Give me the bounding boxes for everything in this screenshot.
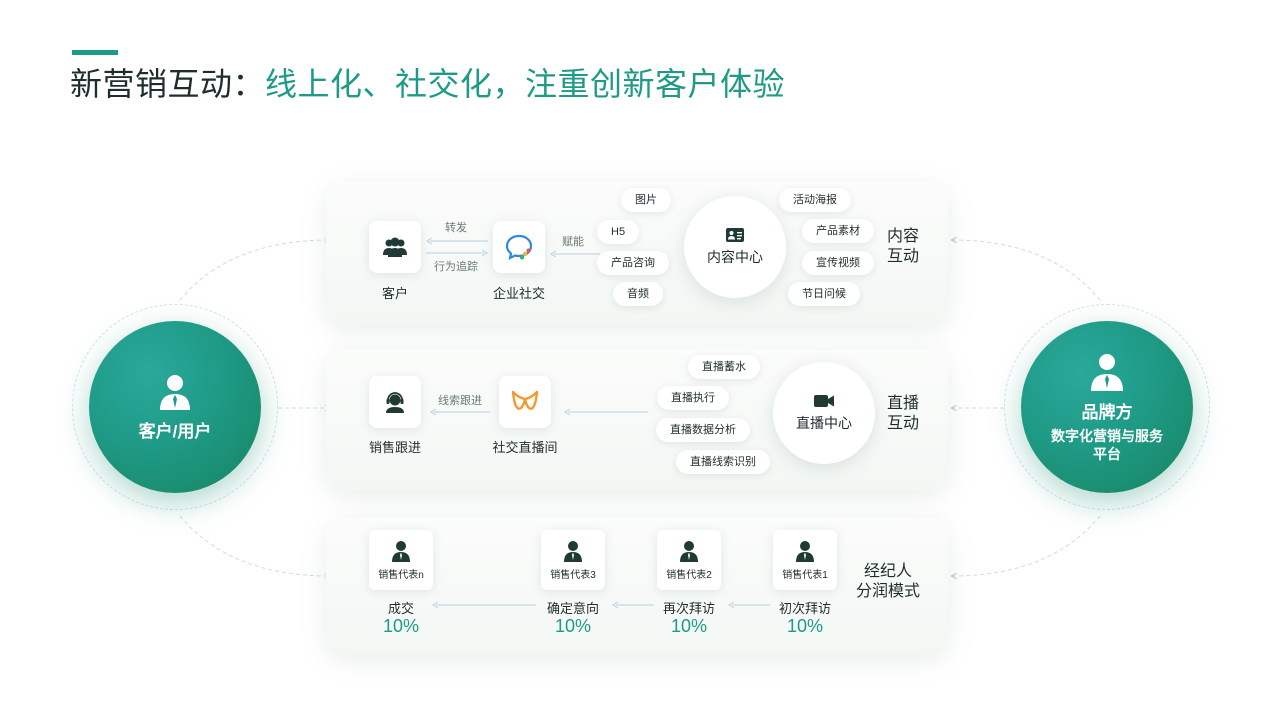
businessman-icon [1091,353,1123,391]
user-icon [160,374,190,410]
title-main: 新营销互动： [70,66,266,102]
lead-followup-arrow [430,408,490,416]
pill-holiday-greeting: 节日问候 [788,282,860,306]
stage-deal: 成交 [387,601,415,616]
stage-revisit: 再次拜访 [662,601,716,616]
enterprise-social-label: 企业社交 [492,286,546,301]
forward-label: 转发 [445,222,467,234]
pill-h5: H5 [597,220,640,244]
rep-card-2: 销售代表2 [657,530,721,590]
right-to-broker-line [952,515,1101,576]
broker-model-label: 经纪人 分润模式 [856,562,920,602]
pill-event-poster: 活动海报 [779,188,851,212]
content-interaction-label-line2: 互动 [887,248,920,265]
live-center-hub: 直播中心 [773,362,875,464]
customer-card [369,221,421,273]
sales-rep-icon [680,540,698,562]
brand-circle: 品牌方 数字化营销与服务 平台 [1021,321,1193,493]
sales-followup-label: 销售跟进 [368,440,422,455]
sales-rep-icon [564,540,582,562]
stage-first-visit: 初次拜访 [778,601,832,616]
right-circle-halo [1004,304,1210,510]
arrow-to-deal [432,601,536,609]
behavior-tracking-label: 行为追踪 [434,261,478,273]
brand-subtitle: 数字化营销与服务 平台 [1051,427,1163,463]
left-to-content-line [179,240,330,301]
pill-live-execution: 直播执行 [657,386,729,410]
pill-product-material: 产品素材 [802,219,874,243]
title-sub: 线上化、社交化，注重创新客户体验 [265,66,786,102]
rep-card-1: 销售代表1 [773,530,837,590]
customer-label: 客户 [381,286,409,301]
rep-card-label: 销售代表n [378,569,424,581]
video-camera-icon [814,395,834,407]
live-interaction-label-line1: 直播 [887,395,920,412]
left-circle-halo [72,304,278,510]
pct-revisit: 10% [670,616,708,636]
forward-arrow [426,237,488,245]
customers-icon [383,237,407,257]
enterprise-social-card [493,221,545,273]
pill-live-lead-identification: 直播线索识别 [676,450,770,474]
live-center-label: 直播中心 [796,415,852,431]
page-title: 新营销互动：线上化、社交化，注重创新客户体验 [70,64,785,104]
empower-label: 赋能 [562,236,584,248]
pill-live-warmup: 直播蓄水 [688,355,760,379]
enterprise-chat-icon [505,234,533,261]
pct-confirm-intent: 10% [554,616,592,636]
social-live-room-label: 社交直播间 [492,440,558,455]
live-interaction-label-line2: 互动 [887,415,920,432]
sales-rep-icon [392,540,410,562]
content-interaction-label-line1: 内容 [887,228,920,245]
pill-image: 图片 [621,188,671,212]
arrow-to-confirm-intent [612,601,654,609]
live-interaction-label: 直播 互动 [887,394,919,434]
pill-product-consult: 产品咨询 [597,251,669,275]
rep-card-label: 销售代表3 [550,569,596,581]
brand-subtitle-line1: 数字化营销与服务 [1051,427,1163,444]
customer-user-label: 客户/用户 [138,421,212,441]
headset-agent-icon [386,392,404,413]
pill-live-data-analysis: 直播数据分析 [656,418,750,442]
rep-card-n: 销售代表n [369,530,433,590]
customer-user-circle: 客户/用户 [89,321,261,493]
lead-followup-label: 线索跟进 [438,395,482,407]
stage-confirm-intent: 确定意向 [546,601,600,616]
live-room-logo-icon [511,390,539,410]
pct-first-visit: 10% [786,616,824,636]
title-accent-bar [72,50,118,55]
behavior-tracking-arrow [426,249,488,257]
left-to-broker-line [179,515,330,576]
rep-card-label: 销售代表2 [666,569,712,581]
content-interaction-label: 内容 互动 [887,227,919,267]
pill-promo-video: 宣传视频 [802,251,874,275]
sales-rep-icon [796,540,814,562]
brand-title: 品牌方 [1081,402,1133,422]
social-live-room-card [499,376,551,428]
pill-audio: 音频 [613,282,663,306]
pct-deal: 10% [382,616,420,636]
empower-arrow [550,250,600,258]
content-center-label: 内容中心 [707,249,763,265]
rep-card-label: 销售代表1 [782,569,828,581]
content-center-icon [726,228,744,242]
sales-followup-card [369,376,421,428]
brand-subtitle-line2: 平台 [1093,445,1121,462]
rep-card-3: 销售代表3 [541,530,605,590]
arrow-to-revisit [728,601,770,609]
content-center-hub: 内容中心 [684,196,786,298]
broker-model-label-line2: 分润模式 [856,583,921,600]
broker-model-label-line1: 经纪人 [864,563,913,580]
live-hub-arrow [564,408,648,416]
right-to-content-line [952,240,1101,301]
